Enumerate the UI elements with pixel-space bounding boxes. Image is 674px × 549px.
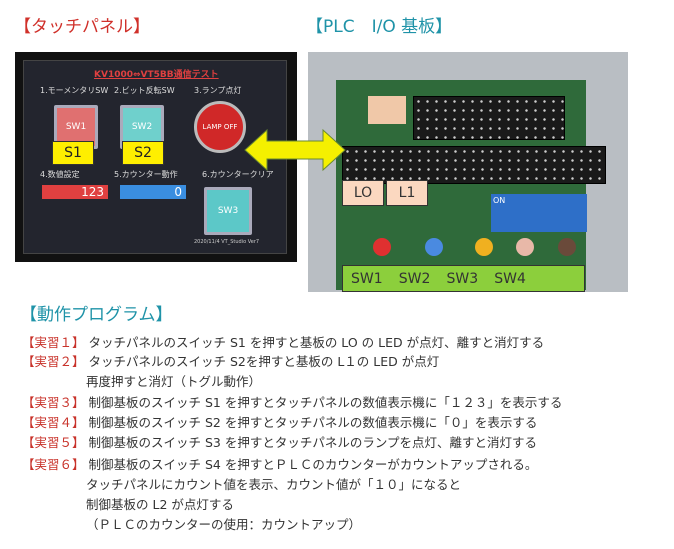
- screen-header: KV1000⇔VT5BB通信テスト: [94, 70, 219, 80]
- main-connector: [342, 146, 606, 184]
- item2-label: 2.ビット反転SW: [114, 86, 175, 95]
- item5-label: 5.カウンター動作: [114, 170, 178, 179]
- sw-label-bar: SW1 SW2 SW3 SW4: [342, 265, 585, 292]
- exercise-2-cont: 再度押すと消灯（トグル動作）: [86, 374, 262, 389]
- board-button-brown[interactable]: [558, 238, 576, 256]
- plc-board-photo: ON: [308, 52, 628, 292]
- double-arrow-icon: [244, 128, 346, 172]
- l0-label: LO: [342, 180, 384, 206]
- board-button-pink[interactable]: [516, 238, 534, 256]
- item4-label: 4.数値設定: [40, 170, 80, 179]
- plc-board-title: 【PLC I/O 基板】: [306, 17, 453, 37]
- numeric-display-1: 123: [42, 185, 108, 199]
- sw2-label: SW2: [398, 270, 431, 287]
- exercise-6-cont-2: 制御基板の L2 が点灯する: [86, 497, 234, 512]
- lamp-indicator[interactable]: LAMP OFF: [194, 101, 246, 153]
- upper-connector: [413, 96, 565, 140]
- exercise-1: 【実習１】 タッチパネルのスイッチ S1 を押すと基板の LO の LED が点…: [22, 335, 545, 350]
- sw3-button[interactable]: SW3: [204, 187, 252, 235]
- dip-on-label: ON: [493, 196, 506, 205]
- sw4-label: SW4: [494, 270, 526, 287]
- exercise-6: 【実習６】 制御基板のスイッチ S4 を押すとＰＬＣのカウンターがカウントアップ…: [22, 457, 538, 472]
- board-button-yellow[interactable]: [475, 238, 493, 256]
- exercise-6-cont-3: （ＰＬＣのカウンターの使用：カウントアップ）: [86, 517, 362, 532]
- board-button-red[interactable]: [373, 238, 391, 256]
- s2-label: S2: [122, 141, 164, 165]
- touch-panel-screen: KV1000⇔VT5BB通信テスト 1.モーメンタリSW 2.ビット反転SW 3…: [23, 60, 287, 254]
- exercise-4: 【実習４】 制御基板のスイッチ S2 を押すとタッチパネルの数値表示機に「０」を…: [22, 415, 538, 430]
- l1-label: L1: [386, 180, 428, 206]
- numeric-display-2: 0: [120, 185, 186, 199]
- sw3-label: SW3: [446, 270, 479, 287]
- touch-panel-photo: KV1000⇔VT5BB通信テスト 1.モーメンタリSW 2.ビット反転SW 3…: [15, 52, 297, 262]
- dip-switch[interactable]: ON: [491, 194, 587, 232]
- item3-label: 3.ランプ点灯: [194, 86, 242, 95]
- exercise-6-cont-1: タッチパネルにカウント値を表示、カウント値が「１０」になると: [86, 477, 462, 492]
- program-title: 【動作プログラム】: [20, 305, 173, 325]
- white-connector: [368, 96, 406, 124]
- item1-label: 1.モーメンタリSW: [40, 86, 109, 95]
- exercise-5: 【実習５】 制御基板のスイッチ S3 を押すとタッチパネルのランプを点灯、離すと…: [22, 435, 537, 450]
- screen-footer: 2020/11/4 VT_Studio Ver7: [194, 239, 260, 245]
- s1-label: S1: [52, 141, 94, 165]
- board-button-blue[interactable]: [425, 238, 443, 256]
- touch-panel-title: 【タッチパネル】: [14, 17, 150, 37]
- exercise-2: 【実習２】 タッチパネルのスイッチ S2を押すと基板の L１の LED が点灯: [22, 354, 440, 369]
- exercise-3: 【実習３】 制御基板のスイッチ S1 を押すとタッチパネルの数値表示機に「１２３…: [22, 395, 563, 410]
- item6-label: 6.カウンタークリア: [202, 170, 274, 179]
- sw1-label: SW1: [351, 270, 383, 287]
